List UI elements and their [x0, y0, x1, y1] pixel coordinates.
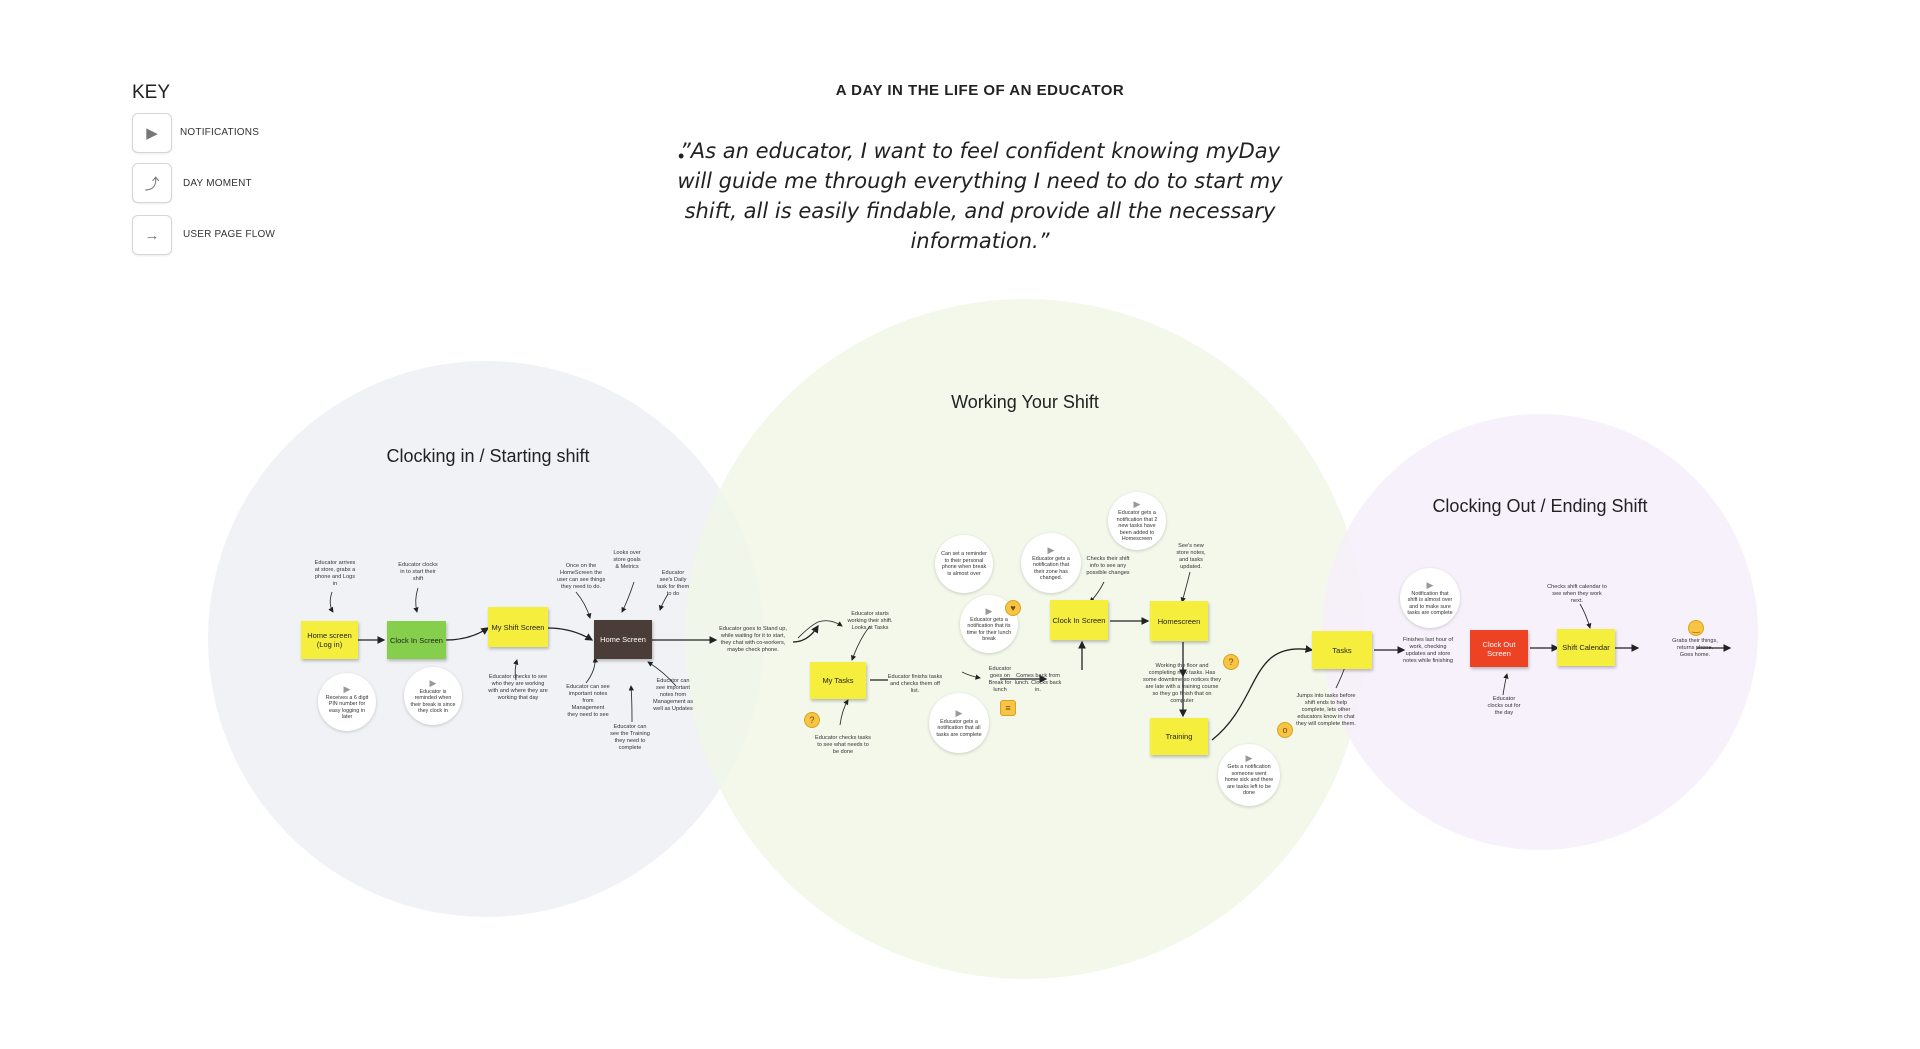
key-title: KEY: [132, 82, 171, 103]
screen-training: Training: [1150, 718, 1208, 755]
notification-bubble: ▶ Educator gets a notification that all …: [929, 693, 989, 753]
thinking-emoji-icon: ?: [1223, 654, 1239, 670]
moment-note: Educator clocks out for the day: [1487, 696, 1521, 716]
relieved-emoji-icon: ‿: [1688, 620, 1704, 636]
screen-home-login: Home screen (Log in): [301, 621, 358, 659]
megaphone-icon: ▶: [985, 605, 993, 616]
notification-text: Can set a reminder to their personal pho…: [941, 551, 987, 577]
moment-note: Comes back from lunch. Clocks back in.: [1014, 673, 1062, 693]
notification-bubble: ▶ Educator is reminded when their break …: [404, 667, 462, 725]
phase-circle-clocking-out: [1322, 414, 1758, 850]
megaphone-icon: ▶: [1426, 579, 1434, 590]
screen-tasks: Tasks: [1312, 631, 1372, 669]
screen-my-shift: My Shift Screen: [488, 607, 548, 647]
key-label-user-page-flow: USER PAGE FLOW: [183, 229, 276, 240]
bullet: •: [678, 146, 685, 166]
sandwich-emoji-icon: ≡: [1000, 700, 1016, 716]
screen-homescreen: Homescreen: [1150, 601, 1208, 641]
moment-note: Checks their shift info to see any possi…: [1086, 556, 1130, 576]
notification-bubble: ▶ Receives a 6 digit PIN number for easy…: [318, 673, 376, 731]
moment-note: Educator checks to see who they are work…: [488, 674, 548, 701]
moment-note: Working the floor and completing new tas…: [1142, 663, 1222, 704]
phase-title-clocking-out: Clocking Out / Ending Shift: [1432, 496, 1648, 516]
moment-note: Once on the HomeScreen the user can see …: [556, 563, 606, 590]
moment-note: Looks over store goals & Metrics: [613, 550, 641, 570]
moment-note: Educator goes on Break for lunch: [988, 666, 1012, 693]
moment-note: Finishes last hour of work, checking upd…: [1402, 637, 1454, 664]
moment-note: Jumps into tasks before shift ends to he…: [1296, 693, 1356, 727]
moment-note: Educator arrives at store, grabs a phone…: [314, 560, 356, 587]
megaphone-icon: ▶: [1245, 753, 1253, 764]
thinking-emoji-icon: ?: [804, 712, 820, 728]
moment-note: Educator can see important notes from Ma…: [566, 684, 610, 718]
notification-text: Receives a 6 digit PIN number for easy l…: [325, 694, 369, 721]
in-love-emoji-icon: ♥: [1005, 600, 1021, 616]
megaphone-icon: ▶: [343, 683, 351, 694]
notification-bubble: ▶ Educator gets a notification that 2 ne…: [1108, 492, 1166, 550]
notification-text: Educator gets a notification that its ti…: [966, 616, 1012, 643]
notification-bubble: ▶ Educator gets a notification that its …: [960, 595, 1018, 653]
arrow-right-icon: →: [132, 215, 172, 255]
notification-text: Educator gets a notification that all ta…: [936, 718, 982, 738]
moment-note: Educator goes to Stand up, while waiting…: [719, 626, 787, 653]
curved-arrow-icon: ⤴: [132, 163, 172, 203]
moment-note: Checks shift calendar to see when they w…: [1547, 584, 1607, 604]
notification-bubble: Can set a reminder to their personal pho…: [935, 535, 993, 593]
megaphone-icon: ▶: [955, 707, 963, 718]
user-story-quote: ”As an educator, I want to feel confiden…: [677, 139, 1283, 253]
phase-title-clocking-in: Clocking in / Starting shift: [386, 446, 590, 466]
key-label-notifications: NOTIFICATIONS: [180, 127, 260, 138]
notification-bubble: ▶ Educator gets a notification that thei…: [1021, 533, 1081, 593]
notification-bubble: ▶ Notification that shift is almost over…: [1400, 568, 1460, 628]
megaphone-icon: ▶: [429, 677, 437, 688]
notification-text: Notification that shift is almost over a…: [1407, 590, 1453, 617]
moment-note: Educator can see the Training they need …: [610, 724, 650, 751]
megaphone-icon: ▶: [1133, 499, 1141, 510]
user-page-flow-arrows: [358, 617, 1732, 741]
phase-circle-working: [685, 299, 1365, 979]
notification-text: Educator gets a notification that their …: [1032, 555, 1070, 582]
megaphone-icon: ▶: [132, 113, 172, 153]
screen-shift-calendar: Shift Calendar: [1557, 629, 1615, 666]
moment-note: Educator finishs tasks and checks them o…: [887, 674, 943, 694]
surprised-emoji-icon: o: [1277, 722, 1293, 738]
phase-circle-clocking-in: [208, 361, 764, 917]
screen-my-tasks: My Tasks: [810, 662, 866, 699]
notification-text: Educator is reminded when their break is…: [410, 688, 456, 715]
screen-clock-in-2: Clock In Screen: [1050, 600, 1108, 640]
notification-bubble: ▶ Gets a notification someone went home …: [1218, 744, 1280, 806]
page-title: A DAY IN THE LIFE OF AN EDUCATOR: [835, 82, 1125, 99]
notification-text: Educator gets a notification that 2 new …: [1116, 510, 1158, 543]
moment-note: Educator clocks in to start their shift: [398, 562, 438, 582]
moment-note: Educator see's Daily task for them to do: [656, 570, 690, 597]
notification-text: Gets a notification someone went home si…: [1224, 764, 1274, 797]
moment-note: See's new store notes, and tasks updated…: [1176, 543, 1206, 570]
moment-note: Educator can see important notes from Ma…: [652, 678, 694, 712]
megaphone-icon: ▶: [1047, 544, 1055, 555]
screen-clock-out: Clock Out Screen: [1470, 630, 1528, 667]
screen-clock-in: Clock In Screen: [387, 621, 446, 659]
moment-note: Grabs their things, returns phone. Goes …: [1672, 638, 1718, 658]
phase-title-working: Working Your Shift: [951, 392, 1099, 412]
moment-note: Educator checks tasks to see what needs …: [815, 735, 871, 755]
moment-note: Educator starts working their shift. Loo…: [847, 611, 893, 631]
key-label-day-moment: DAY MOMENT: [183, 178, 252, 189]
screen-home: Home Screen: [594, 620, 652, 659]
